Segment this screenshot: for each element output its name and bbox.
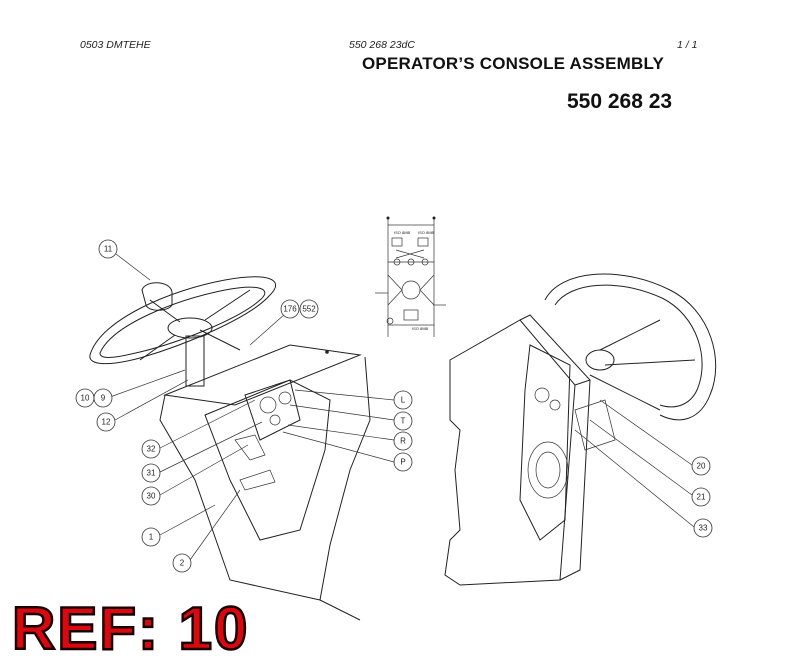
callout-L: L [393,390,413,410]
part-number: 550 268 23 [567,90,673,113]
callout-20: 20 [691,456,711,476]
callout-2: 2 [172,553,192,573]
callout-31: 31 [141,463,161,483]
callout-33: 33 [693,518,713,538]
svg-text:21: 21 [697,493,706,502]
callout-9: 9 [93,388,113,408]
callout-552: 552 [299,299,319,319]
svg-text:9: 9 [101,394,106,403]
callout-R: R [393,431,413,451]
svg-text:31: 31 [147,469,156,478]
leader-lines [109,253,695,561]
hydraulic-schematic: ISO 8MB ISO 8MB ISO 8MB [375,216,446,337]
callout-P: P [393,452,413,472]
svg-text:T: T [401,417,406,426]
left-steering-wheel [89,276,276,387]
svg-text:32: 32 [147,445,156,454]
callout-11: 11 [98,239,118,259]
schematic-label-1: ISO 8MB [394,230,411,235]
svg-text:12: 12 [102,418,111,427]
svg-text:P: P [400,458,405,467]
svg-text:176: 176 [283,305,297,314]
callout-T: T [393,411,413,431]
svg-text:L: L [401,396,406,405]
right-console-housing [444,314,616,586]
document-code: 0503 DMTEHE [80,39,151,51]
callout-30: 30 [141,486,161,506]
callout-21: 21 [691,487,711,507]
svg-text:R: R [400,437,406,446]
schematic-label-2: ISO 8MB [418,230,435,235]
callout-32: 32 [141,439,161,459]
drawing-code: 550 268 23dC [349,39,415,51]
callout-12: 12 [96,412,116,432]
left-console-housing [159,344,371,621]
svg-text:30: 30 [147,492,156,501]
svg-text:1: 1 [149,533,154,542]
svg-text:10: 10 [81,394,90,403]
ref-label: REF: 10 [11,594,250,664]
callout-1: 1 [141,527,161,547]
page-title: OPERATOR’S CONSOLE ASSEMBLY [362,54,665,73]
svg-text:552: 552 [302,305,316,314]
page-number: 1 / 1 [677,39,698,51]
callout-176: 176 [280,299,300,319]
right-steering-wheel [544,273,717,421]
svg-text:2: 2 [180,559,185,568]
svg-text:33: 33 [699,524,708,533]
svg-text:11: 11 [104,245,113,254]
svg-text:20: 20 [697,462,706,471]
callout-10: 10 [75,388,95,408]
schematic-label-3: ISO 8MB [412,326,429,331]
